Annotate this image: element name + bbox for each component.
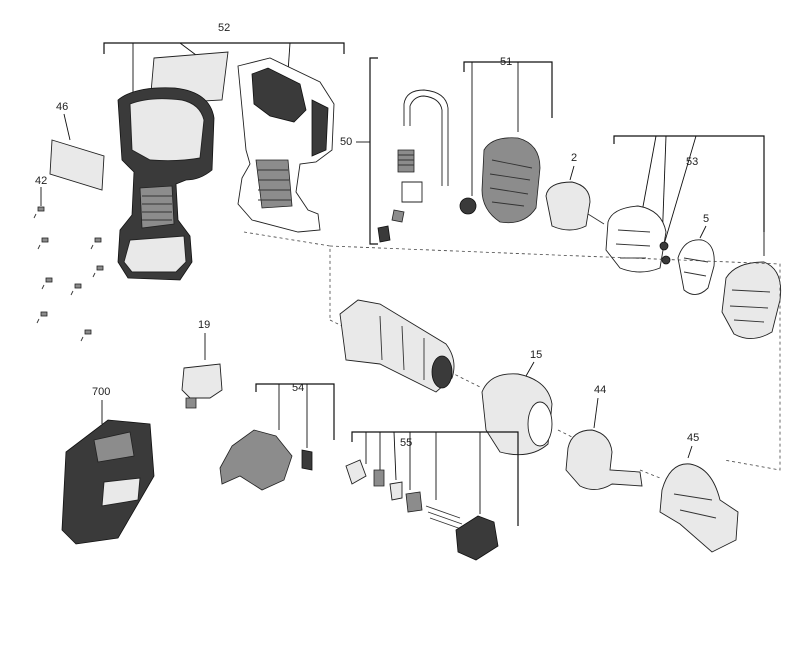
callout-15: 15 (530, 349, 542, 361)
callout-700: 700 (92, 386, 110, 398)
part-group-54: 54 (219, 382, 335, 491)
name-plate-part (49, 139, 105, 191)
right-housing-part (237, 57, 335, 233)
callout-46: 46 (56, 101, 68, 113)
part-group-19: 19 (181, 319, 223, 409)
anvil-part (565, 429, 643, 490)
callout-53: 53 (686, 156, 698, 168)
callout-45: 45 (687, 432, 699, 444)
end-cap-part (481, 137, 541, 224)
callout-50: 50 (340, 136, 352, 148)
front-housing-part (339, 299, 455, 393)
part-group-44: 44 (565, 384, 643, 490)
part-group-5: 5 (677, 213, 715, 295)
callout-55: 55 (400, 437, 412, 449)
part-group-55: 55 (345, 431, 519, 561)
part-group-45: 45 (659, 432, 739, 553)
callout-52: 52 (218, 22, 230, 34)
switch-part (181, 363, 223, 399)
part-group-15: 15 (481, 349, 553, 456)
part-group-51: 51 (459, 56, 553, 224)
switch-housing-part (455, 515, 499, 561)
part-group-42: 42 (33, 175, 104, 342)
callout-44: 44 (594, 384, 606, 396)
part-group-46: 46 (49, 101, 105, 191)
boot-part (659, 463, 739, 553)
callout-2: 2 (571, 152, 577, 164)
part-group-50: 50 (340, 57, 449, 245)
part-group-700: 700 (61, 386, 155, 545)
part-group-53: 53 (605, 135, 765, 273)
motor-part (545, 181, 591, 231)
callout-5: 5 (703, 213, 709, 225)
lever-part (219, 429, 293, 491)
callout-19: 19 (198, 319, 210, 331)
gear-carrier-part (605, 205, 667, 273)
screw-parts (33, 206, 104, 342)
callout-42: 42 (35, 175, 47, 187)
clutch-part (677, 239, 715, 295)
gear-case-part (721, 261, 782, 339)
left-housing-part (117, 87, 215, 281)
callout-54: 54 (292, 382, 304, 394)
part-group-2: 2 (545, 152, 605, 231)
